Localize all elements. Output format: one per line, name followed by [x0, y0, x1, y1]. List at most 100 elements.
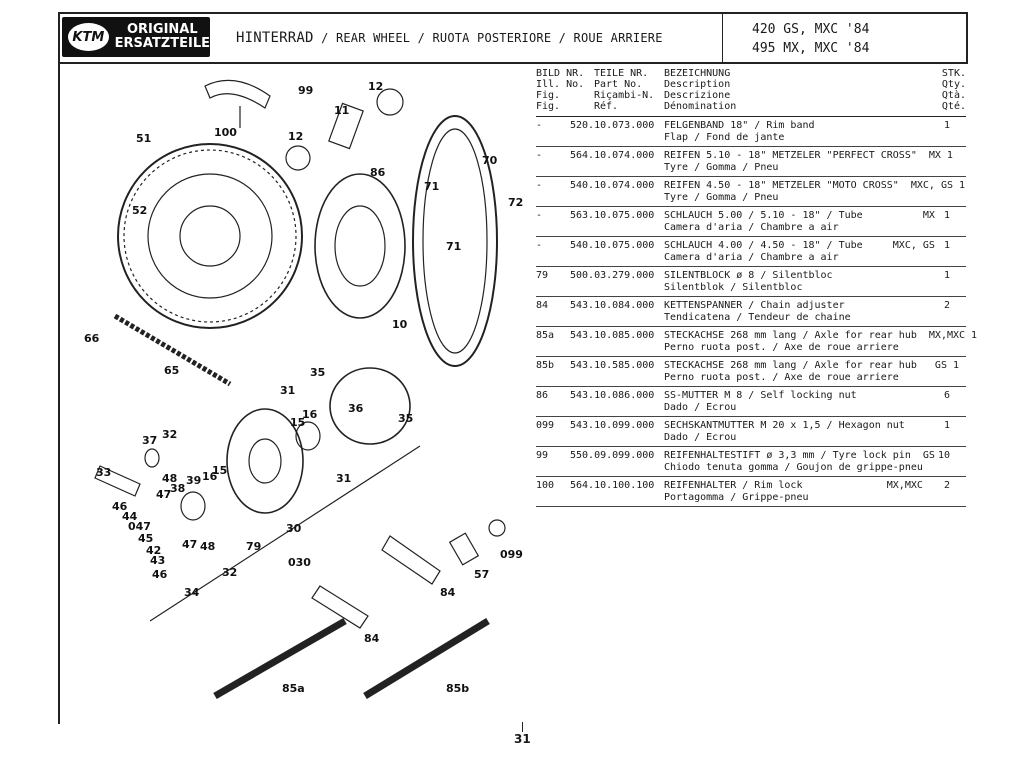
header-separator	[58, 62, 968, 64]
row-quantity: 1	[943, 240, 950, 251]
header-qty-fr: Qté.	[941, 101, 966, 112]
header-qty: STK. Qty. Qtà. Qté.	[930, 68, 966, 112]
row-part-number: 540.10.074.000	[570, 180, 655, 191]
label-36: 36	[348, 402, 364, 415]
row-description-line-2: Camera d'aria / Chambre a air	[664, 252, 839, 263]
hub-drum	[314, 173, 406, 319]
row-fig: 100	[536, 480, 555, 491]
label-85a: 85a	[282, 682, 305, 695]
sprocket-hub	[179, 205, 241, 267]
table-row: 99 550.09.099.000 REIFENHALTESTIFT ø 3,3 m…	[536, 447, 966, 477]
header-right-edge	[966, 12, 968, 64]
table-header: BILD NR. Ill. No. Fig. Fig. TEILE NR. Pa…	[536, 68, 966, 117]
label-100: 100	[214, 126, 237, 139]
row-quantity: 1	[971, 330, 978, 341]
label-35-top: 35	[310, 366, 325, 379]
header-part-de: TEILE NR.	[594, 68, 649, 79]
label-16-top: 16	[302, 408, 318, 421]
spacer-tube	[328, 102, 364, 150]
title-translations: / REAR WHEEL / RUOTA POSTERIORE / ROUE A…	[313, 31, 663, 45]
label-52: 52	[132, 204, 147, 217]
bearing-left	[285, 145, 311, 171]
label-71-mid: 71	[446, 240, 461, 253]
label-42: 42	[146, 544, 161, 557]
label-48-bottom: 48	[200, 540, 215, 553]
label-99: 99	[298, 84, 313, 97]
row-fig: 85b	[536, 360, 555, 371]
table-row: 79 500.03.279.000 SILENTBLOCK ø 8 / Silent…	[536, 267, 966, 297]
row-description-line-1: FELGENBAND 18" / Rim band	[664, 120, 815, 131]
label-79: 79	[246, 540, 261, 553]
row-description-line-2: Camera d'aria / Chambre a air	[664, 222, 839, 233]
label-44: 44	[122, 510, 138, 523]
model-line-1: 420 GS, MXC '84	[752, 22, 870, 37]
row-part-number: 543.10.085.000	[570, 330, 655, 341]
header-part-en: Part No.	[594, 79, 643, 90]
row-description-line-1: REIFENHALTER / Rim lock MX,MXC	[664, 480, 923, 491]
row-part-number: 543.10.585.000	[570, 360, 655, 371]
row-quantity: 1	[943, 120, 950, 131]
label-15-bottom: 15	[212, 464, 227, 477]
header-part-it: Riçambi-N.	[594, 90, 655, 101]
header-desc-it: Descrizione	[664, 90, 731, 101]
header-desc-fr: Dénomination	[664, 101, 737, 112]
rim-outline	[412, 115, 498, 367]
row-description: REIFENHALTESTIFT ø 3,3 mm / Tyre lock pi…	[664, 450, 938, 474]
row-quantity: 2	[943, 300, 950, 311]
model-line-2: 495 MX, MXC '84	[752, 41, 870, 56]
row-description-line-1: SECHSKANTMUTTER M 20 x 1,5 / Hexagon nut	[664, 420, 905, 431]
axle-85b	[363, 618, 490, 699]
row-fig: 79	[536, 270, 549, 281]
row-fig: -	[536, 180, 543, 191]
row-fig: 85a	[536, 330, 555, 341]
logo-line-1: ORIGINAL	[127, 22, 198, 37]
label-57: 57	[474, 568, 489, 581]
sprocket-outline	[117, 143, 303, 329]
header-part-fr: Réf.	[594, 101, 619, 112]
row-fig: -	[536, 240, 543, 251]
label-65: 65	[164, 364, 179, 377]
row-fig: 99	[536, 450, 549, 461]
header-desc-en: Description	[664, 79, 731, 90]
row-description-line-1: SILENTBLOCK ø 8 / Silentbloc	[664, 270, 833, 281]
label-46-bottom: 46	[152, 568, 168, 581]
seal-ring	[144, 448, 160, 468]
row-quantity: 6	[943, 390, 950, 401]
header-fig-it: Fig.	[536, 90, 561, 101]
label-099: 099	[500, 548, 523, 561]
label-35-right: 35	[398, 412, 413, 425]
row-description-line-2: Dado / Ecrou	[664, 432, 737, 443]
header-qty-en: Qty.	[941, 79, 966, 90]
row-description: STECKACHSE 268 mm lang / Axle for rear h…	[664, 360, 947, 384]
row-description-line-2: Silentblok / Silentbloc	[664, 282, 803, 293]
row-part-number: 543.10.084.000	[570, 300, 655, 311]
row-description-line-2: Flap / Fond de jante	[664, 132, 785, 143]
row-description-line-2: Tyre / Gomma / Pneu	[664, 192, 779, 203]
row-description-line-2: Tendicatena / Tendeur de chaine	[664, 312, 851, 323]
label-47-top: 47	[156, 488, 171, 501]
label-16-bottom: 16	[202, 470, 218, 483]
hex-nut	[488, 519, 506, 537]
label-34: 34	[184, 586, 200, 599]
label-10: 10	[392, 318, 408, 331]
header-qty-de: STK.	[941, 68, 966, 79]
logo-line-2: ERSATZTEILE	[114, 36, 210, 51]
row-fig: 099	[536, 420, 555, 431]
header-desc-de: BEZEICHNUNG	[664, 68, 731, 79]
row-part-number: 564.10.074.000	[570, 150, 655, 161]
label-70: 70	[482, 154, 498, 167]
label-12-left: 12	[288, 130, 303, 143]
row-description-line-1: STECKACHSE 268 mm lang / Axle for rear h…	[664, 330, 966, 341]
header-fig-fr: Fig.	[536, 101, 561, 112]
header-fig-de: BILD NR.	[536, 68, 585, 79]
assembly-bracket	[149, 445, 421, 622]
rim-lock	[204, 79, 271, 109]
ktm-badge: KTM	[68, 23, 109, 51]
row-part-number: 500.03.279.000	[570, 270, 655, 281]
row-quantity: 2	[943, 480, 950, 491]
row-part-number: 550.09.099.000	[570, 450, 655, 461]
